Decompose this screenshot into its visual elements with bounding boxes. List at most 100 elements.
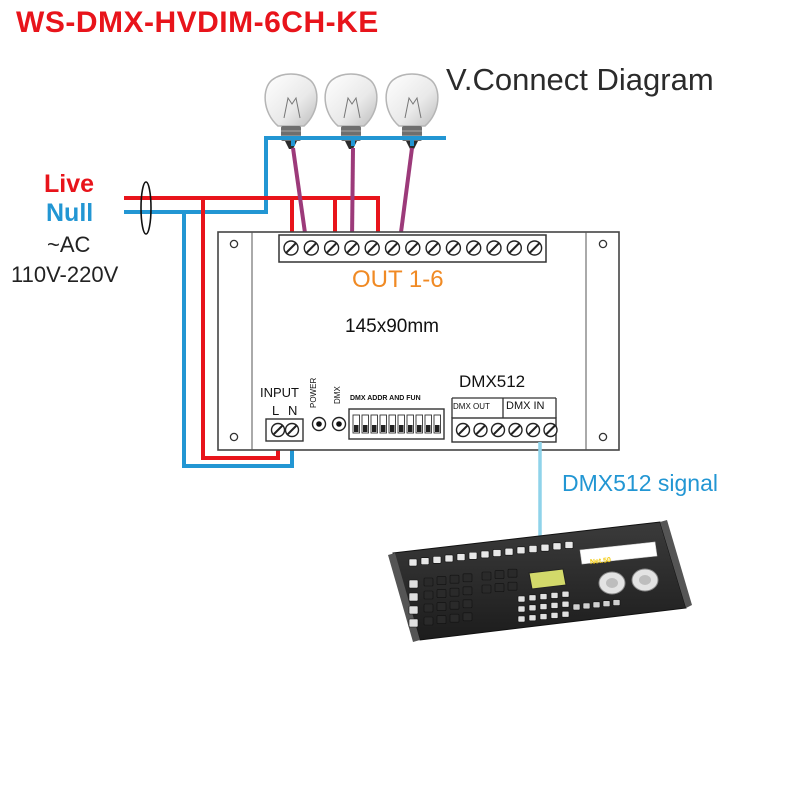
terminal-screw-icon	[508, 422, 523, 438]
console-key	[561, 600, 570, 608]
console-key	[550, 592, 559, 599]
dmx-indicator-label: DMX	[333, 386, 342, 404]
dmx-in-label: DMX IN	[506, 400, 545, 412]
console-key	[602, 600, 611, 608]
console-key	[582, 602, 591, 610]
terminal-screw-icon	[425, 240, 441, 256]
terminal-screw-icon	[455, 422, 471, 438]
ac-label: ~AC	[47, 232, 91, 257]
console-key	[494, 583, 505, 592]
dip-switch-label: DMX ADDR AND FUN	[350, 395, 421, 402]
console-key	[592, 601, 601, 609]
console-key	[449, 613, 460, 623]
console-key	[550, 612, 559, 619]
dip-key	[370, 414, 378, 434]
cable-clamp	[140, 181, 152, 235]
console-key	[449, 574, 460, 584]
console-key	[539, 613, 548, 620]
indicator-led-icon	[311, 416, 327, 432]
lamp-wire	[291, 147, 414, 241]
indicator-led-icon	[331, 416, 347, 432]
console-key	[528, 614, 537, 622]
dmx-out-label: DMX OUT	[453, 402, 490, 411]
terminal-screw-icon	[344, 240, 360, 256]
console-key	[436, 589, 447, 598]
console-key	[517, 605, 526, 613]
null-label: Null	[46, 199, 94, 227]
console-key	[507, 568, 518, 578]
terminal-screw-icon	[303, 240, 319, 256]
dimensions-label: 145x90mm	[345, 316, 439, 337]
console-key	[423, 603, 434, 613]
console-key	[492, 549, 502, 557]
dip-key	[415, 414, 423, 434]
console-key	[528, 594, 537, 602]
console-key	[561, 590, 570, 598]
console-key	[462, 586, 473, 596]
terminal-screw-icon	[506, 240, 522, 256]
console-key	[408, 558, 418, 567]
dip-key	[433, 414, 441, 434]
console-key	[550, 602, 559, 609]
terminal-screw-icon	[466, 240, 482, 256]
output-label: OUT 1-6	[352, 266, 444, 293]
console-key	[504, 547, 514, 556]
console-key	[423, 616, 434, 626]
console-key	[449, 587, 460, 597]
console-key	[462, 573, 473, 583]
terminal-screw-icon	[445, 240, 462, 256]
console-key	[572, 603, 581, 611]
console-key	[423, 590, 434, 600]
console-key	[462, 599, 473, 609]
console-key	[449, 600, 460, 610]
console-key	[468, 551, 478, 560]
terminal-screw-icon	[283, 240, 299, 256]
diagram-title: V.Connect Diagram	[446, 62, 714, 97]
input-label: INPUT	[260, 385, 299, 400]
live-label: Live	[44, 170, 95, 198]
console-key	[444, 554, 454, 563]
power-indicator-label: POWER	[309, 377, 318, 408]
dip-key	[379, 414, 387, 434]
n-terminal-label: N	[288, 403, 298, 418]
terminal-screw-icon	[364, 240, 380, 256]
console-key	[528, 604, 537, 612]
dmx-terminal-block	[451, 397, 558, 443]
console-key	[432, 555, 442, 564]
console-key	[539, 603, 548, 610]
terminal-screw-icon	[543, 422, 558, 438]
dmx512-label: DMX512	[459, 372, 526, 391]
console-key	[480, 550, 490, 559]
console-key	[408, 618, 419, 628]
console-key	[516, 546, 526, 555]
console-key	[423, 577, 434, 587]
console-key	[517, 615, 526, 623]
terminal-screw-icon	[384, 240, 401, 256]
console-key	[507, 581, 518, 591]
console-key	[494, 570, 505, 579]
console-key	[462, 612, 473, 622]
console-key	[481, 584, 492, 594]
console-key	[552, 542, 562, 551]
console-key	[539, 593, 548, 600]
l-terminal-label: L	[272, 403, 280, 418]
console-key	[481, 571, 492, 581]
dip-key	[388, 414, 396, 434]
model-title: WS-DMX-HVDIM-6CH-KE	[16, 6, 379, 39]
terminal-screw-icon	[323, 240, 340, 256]
console-key	[456, 553, 466, 561]
voltage-label: 110V-220V	[11, 262, 119, 287]
dip-key	[406, 414, 414, 434]
console-key	[528, 545, 538, 553]
console-key	[436, 576, 447, 585]
console-key	[436, 602, 447, 611]
dip-key	[424, 414, 432, 434]
dip-key	[361, 414, 369, 434]
terminal-screw-icon	[473, 422, 488, 438]
console-key	[436, 615, 447, 624]
console-key	[612, 599, 621, 606]
terminal-screw-icon	[490, 422, 506, 438]
terminal-screw-icon	[486, 240, 502, 256]
